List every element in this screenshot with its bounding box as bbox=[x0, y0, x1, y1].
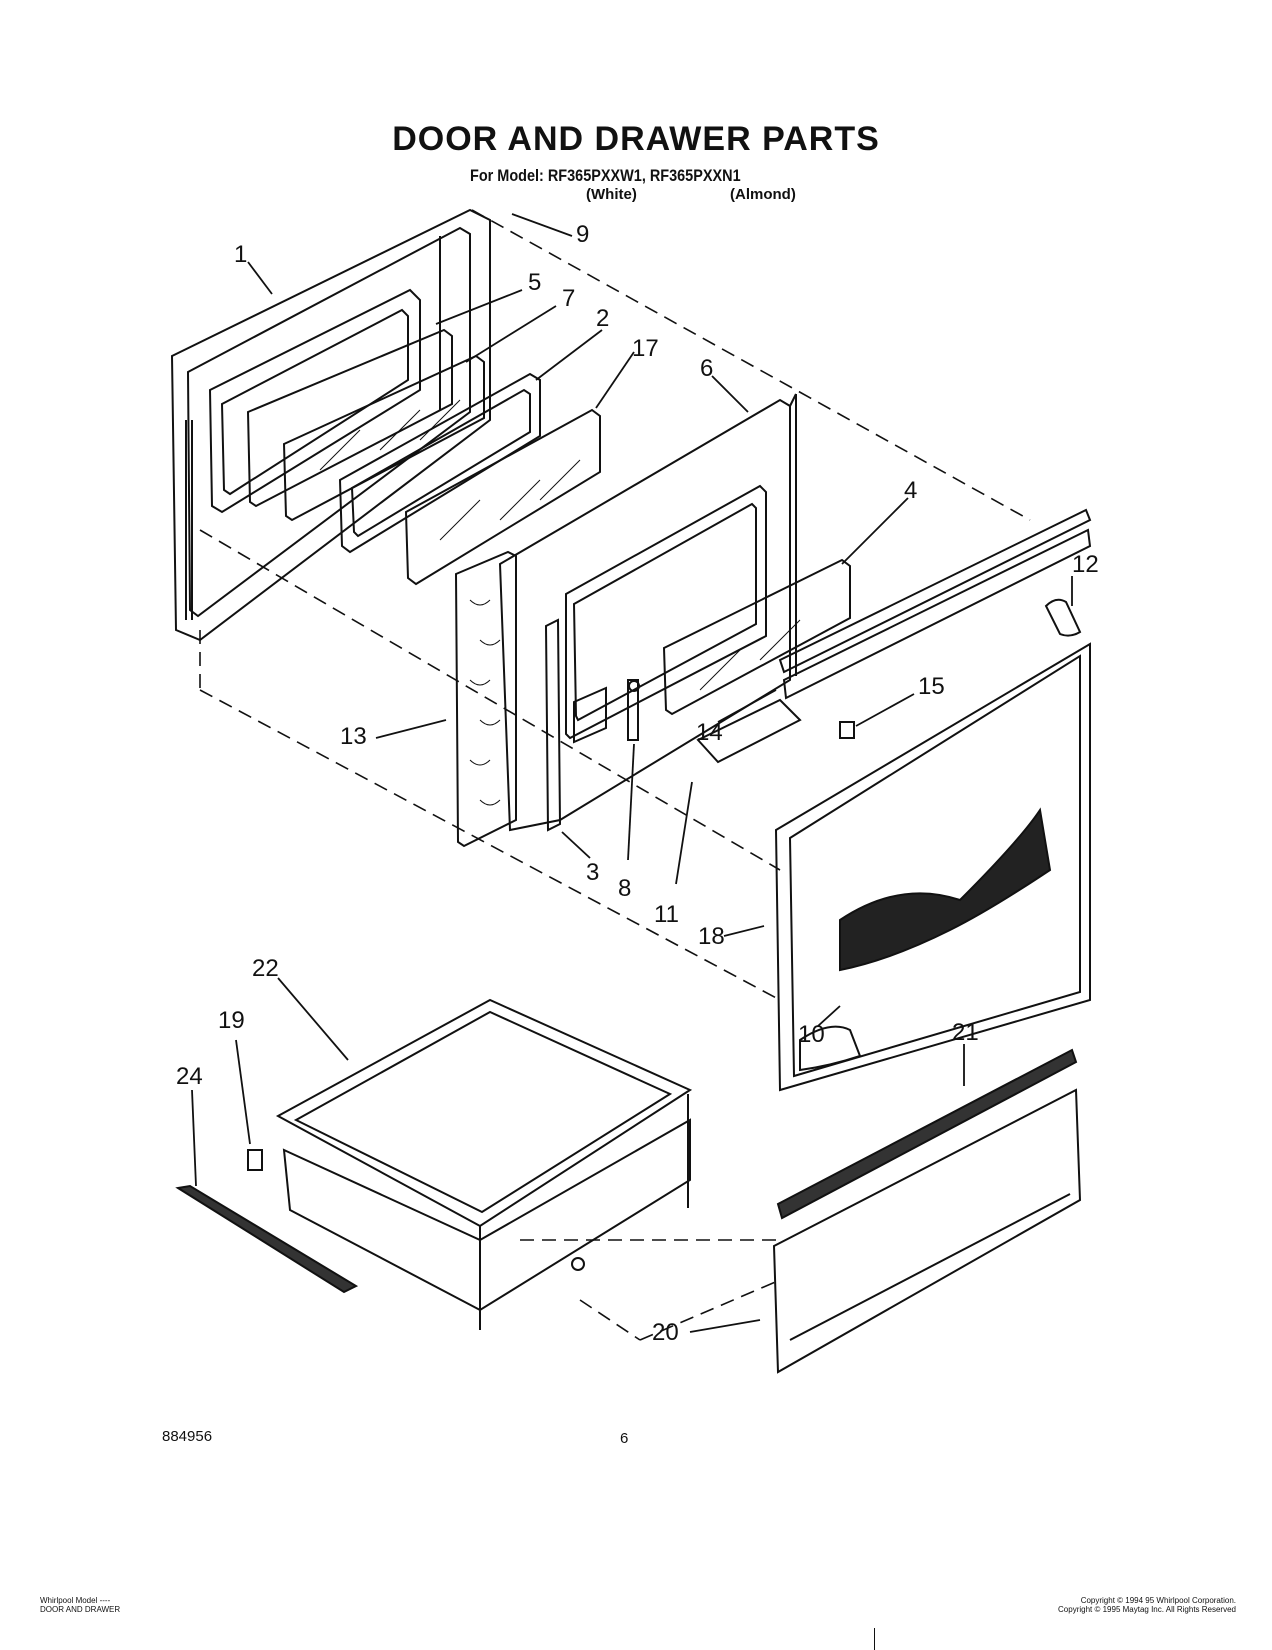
callout-18: 18 bbox=[698, 923, 725, 950]
callout-17: 17 bbox=[632, 335, 659, 362]
part-21-trim bbox=[776, 1048, 1078, 1220]
callout-11: 11 bbox=[654, 901, 679, 928]
footer-right-line-1: Copyright © 1994 95 Whirlpool Corporatio… bbox=[1080, 1596, 1236, 1605]
callout-20: 20 bbox=[652, 1319, 679, 1346]
part-1-outer-door bbox=[170, 208, 491, 642]
part-5-frame bbox=[246, 328, 453, 508]
part-7-glass bbox=[282, 354, 485, 522]
callout-24: 24 bbox=[176, 1063, 203, 1090]
part-17-glass bbox=[404, 408, 601, 586]
callout-8: 8 bbox=[618, 875, 631, 902]
model-numbers: For Model: RF365PXXW1, RF365PXXN1 bbox=[470, 166, 741, 185]
callout-7: 7 bbox=[562, 285, 575, 312]
footer-left-line-2: DOOR AND DRAWER bbox=[40, 1605, 121, 1614]
callout-6: 6 bbox=[700, 355, 713, 382]
footer-right-line-2: Copyright © 1995 Maytag Inc. All Rights … bbox=[1058, 1605, 1236, 1614]
callout-14: 14 bbox=[696, 719, 723, 746]
callout-9: 9 bbox=[576, 221, 589, 248]
assembly-lines bbox=[199, 209, 1031, 1341]
callout-1: 1 bbox=[234, 241, 247, 268]
callout-12: 12 bbox=[1072, 551, 1099, 578]
page-number: 6 bbox=[620, 1430, 629, 1447]
callout-labels: 1 2 3 4 5 6 7 8 9 10 11 12 13 14 15 17 1… bbox=[176, 221, 1099, 1346]
callout-13: 13 bbox=[340, 723, 367, 750]
footer-copyright: Copyright © 1994 95 Whirlpool Corporatio… bbox=[1058, 1596, 1236, 1614]
callout-15: 15 bbox=[918, 673, 945, 700]
page-title: DOOR AND DRAWER PARTS bbox=[392, 120, 880, 158]
callout-5: 5 bbox=[528, 269, 541, 296]
callout-3: 3 bbox=[586, 859, 599, 886]
callout-19: 19 bbox=[218, 1007, 245, 1034]
part-22-drawer bbox=[275, 998, 693, 1330]
callout-22: 22 bbox=[252, 955, 279, 982]
part-15-clip bbox=[839, 721, 855, 739]
callout-4: 4 bbox=[904, 477, 917, 504]
color-white-label: (White) bbox=[586, 186, 637, 203]
callout-10: 10 bbox=[798, 1021, 825, 1048]
footer-left-line-1: Whirlpool Model ---- bbox=[40, 1596, 111, 1605]
part-18-front-panel bbox=[774, 642, 1091, 1092]
bracket bbox=[573, 686, 607, 744]
leader-lines bbox=[191, 213, 1073, 1333]
part-20-drawer-front bbox=[772, 1088, 1082, 1374]
part-6-inner-door bbox=[498, 393, 797, 832]
color-almond-label: (Almond) bbox=[730, 186, 796, 203]
part-4-window-glass bbox=[662, 558, 851, 716]
callout-21: 21 bbox=[952, 1019, 979, 1046]
page-edge-mark bbox=[874, 1628, 875, 1650]
part-3-strip bbox=[544, 618, 562, 832]
footer-left: Whirlpool Model ---- DOOR AND DRAWER bbox=[40, 1596, 120, 1614]
callout-2: 2 bbox=[596, 305, 609, 332]
part-2-glass-frame bbox=[338, 372, 541, 554]
part-8-hinge bbox=[627, 679, 640, 741]
part-11-panel bbox=[696, 698, 802, 764]
part-12-trim bbox=[778, 508, 1092, 700]
part-19-bracket bbox=[247, 1149, 263, 1171]
part-13-insulation bbox=[454, 550, 517, 848]
diagram-number: 884956 bbox=[162, 1428, 213, 1445]
part-24-rail bbox=[175, 1184, 359, 1294]
